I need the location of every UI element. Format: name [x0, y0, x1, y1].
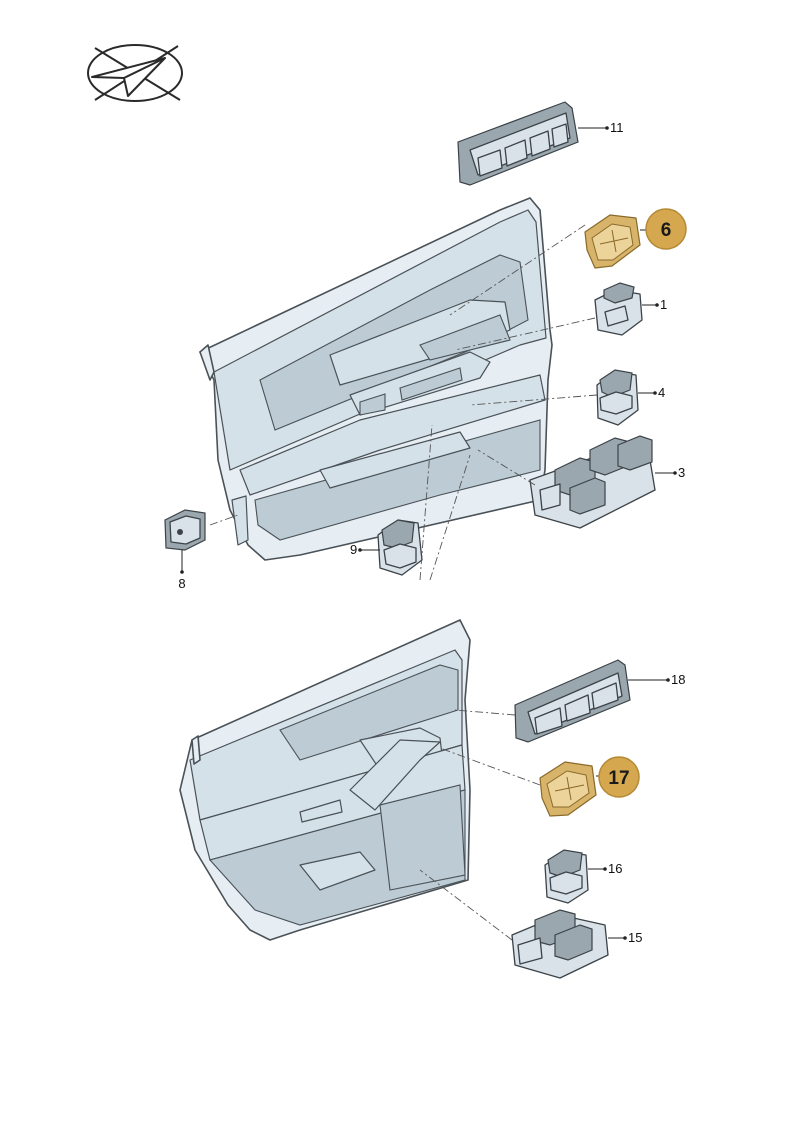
rear-connection-lines	[419, 709, 541, 941]
part-3-window-switch-block	[529, 435, 656, 529]
front-connection-lines	[209, 224, 598, 581]
callout-1: 1	[660, 297, 667, 312]
rear-door-panel	[179, 619, 471, 941]
callout-11: 11	[610, 120, 624, 135]
rear-leader-lines	[588, 678, 670, 940]
part-9-window-switch-passenger	[377, 519, 423, 576]
part-1-mirror-adjust-switch	[594, 282, 643, 336]
callout-3: 3	[678, 465, 685, 480]
part-6-seat-adjust-switch	[584, 214, 641, 269]
part-16-window-switch-single	[544, 849, 589, 904]
callout-16: 16	[608, 861, 622, 876]
part-8-small-switch	[164, 509, 206, 551]
part-18-memory-switch-strip	[514, 659, 631, 743]
badge-6-circle	[645, 208, 687, 250]
paper-plane-emblem-icon	[87, 44, 183, 102]
callout-4: 4	[658, 385, 665, 400]
front-door-panel	[199, 197, 553, 561]
part-4-window-switch-single	[596, 369, 639, 426]
callout-15: 15	[628, 930, 642, 945]
callout-17: 17	[608, 768, 629, 789]
part-11-memory-switch-strip	[457, 101, 579, 186]
badge-17-circle	[598, 756, 640, 798]
front-leader-lines	[180, 126, 677, 574]
callout-18: 18	[671, 672, 685, 687]
part-17-seat-adjust-switch	[539, 761, 597, 817]
callout-8: 8	[178, 576, 185, 591]
callout-9: 9	[350, 542, 357, 557]
part-15-window-switch-block	[511, 909, 609, 979]
callout-6: 6	[661, 220, 672, 241]
